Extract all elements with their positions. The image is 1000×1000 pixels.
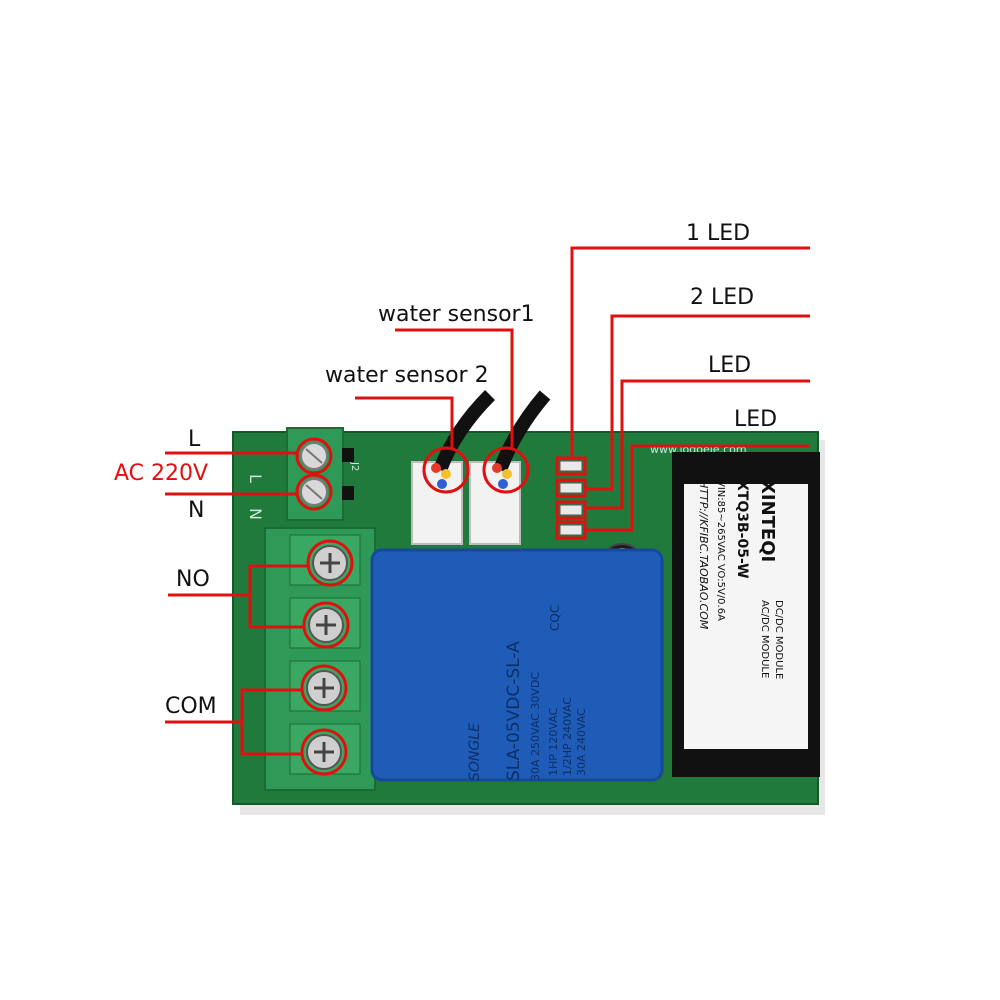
water-sensor-1-connector [469, 461, 521, 545]
label-water-sensor-1: water sensor1 [378, 302, 535, 327]
label-n: N [188, 498, 205, 523]
terminal-screw-com-1 [306, 670, 342, 706]
pcb-silk-j2: J2 [349, 461, 360, 471]
svg-text:SLA-05VDC-SL-A: SLA-05VDC-SL-A [504, 641, 524, 781]
relay-body [370, 548, 664, 782]
svg-text:VIN:85~265VAC VO:5V/0.6A: VIN:85~265VAC VO:5V/0.6A [715, 480, 726, 621]
relay-markings: SONGLE SLA-05VDC-SL-A 30A 250VAC 30VDC 1… [467, 605, 588, 781]
svg-text:CQC: CQC [548, 605, 562, 631]
label-ac-220v: AC 220V [114, 461, 209, 486]
terminal-screw-com-2 [306, 734, 342, 770]
svg-text:HTTP://KFIBC.TAOBAO.COM: HTTP://KFIBC.TAOBAO.COM [697, 480, 710, 630]
svg-text:1/2HP 240VAC: 1/2HP 240VAC [561, 697, 574, 776]
pcb-silk-n: N [246, 508, 265, 520]
label-com: COM [165, 694, 217, 719]
label-led-1: 1 LED [686, 221, 751, 246]
annotation-leader-lines [165, 246, 810, 756]
svg-text:30A 250VAC 30VDC: 30A 250VAC 30VDC [529, 672, 542, 781]
label-l: L [188, 427, 201, 452]
annotation-circles [295, 437, 587, 776]
svg-text:XINTEQI: XINTEQI [757, 480, 778, 562]
label-led-3: LED [708, 353, 752, 378]
pcb-silk-l: L [246, 474, 265, 483]
label-no: NO [176, 567, 210, 592]
svg-text:30A 240VAC: 30A 240VAC [575, 708, 588, 776]
label-water-sensor-2: water sensor 2 [325, 363, 489, 388]
terminal-screw-no-2 [308, 607, 344, 643]
water-sensor-2-connector [411, 461, 463, 545]
svg-text:1HP 120VAC: 1HP 120VAC [547, 707, 560, 776]
svg-text:XTQ3B-05-W: XTQ3B-05-W [734, 480, 750, 579]
svg-text:AC/DC MODULE: AC/DC MODULE [759, 600, 770, 678]
label-led-2: 2 LED [690, 285, 755, 310]
svg-text:DC/DC MODULE: DC/DC MODULE [773, 600, 784, 679]
terminal-screw-no-1 [312, 545, 348, 581]
label-led-4: LED [734, 407, 778, 432]
svg-text:SONGLE: SONGLE [467, 723, 483, 781]
power-module-markings: XINTEQI DC/DC MODULE AC/DC MODULE XTQ3B-… [697, 480, 784, 679]
